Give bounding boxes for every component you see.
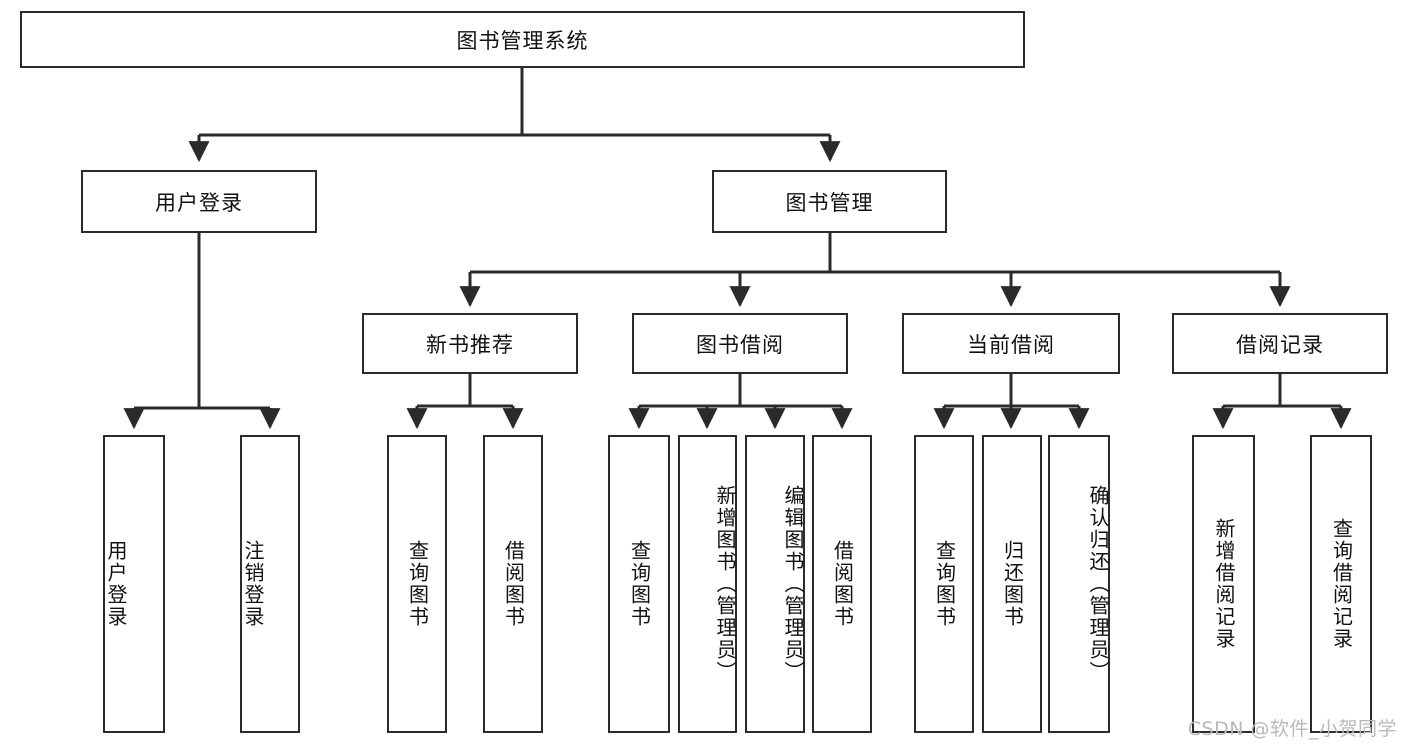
watermark: CSDN @软件_小贺同学: [1187, 718, 1397, 740]
node-new-book-recommendation-label: 新书推荐: [426, 332, 514, 357]
leaf-add-book-admin-label: 新增图书（管理员）: [713, 485, 737, 683]
leaf-user-login[interactable]: 用户登录: [103, 435, 165, 733]
leaf-confirm-return-admin-label: 确认归还（管理员）: [1086, 485, 1110, 683]
node-borrow-record-label: 借阅记录: [1236, 332, 1324, 357]
node-book-borrow[interactable]: 图书借阅: [632, 313, 848, 374]
leaf-borrow-book-2[interactable]: 借阅图书: [812, 435, 872, 733]
leaf-borrow-book-1-label: 借阅图书: [501, 540, 526, 628]
leaf-query-book-2[interactable]: 查询图书: [608, 435, 670, 733]
node-current-borrow-label: 当前借阅: [967, 332, 1055, 357]
node-book-management-label: 图书管理: [785, 190, 874, 215]
leaf-query-book-3[interactable]: 查询图书: [914, 435, 974, 733]
leaf-return-book-label: 归还图书: [1000, 540, 1025, 628]
node-book-borrow-label: 图书借阅: [696, 332, 784, 357]
leaf-query-borrow-record-label: 查询借阅记录: [1329, 518, 1354, 650]
node-new-book-recommendation[interactable]: 新书推荐: [362, 313, 578, 374]
leaf-borrow-book-2-label: 借阅图书: [830, 540, 855, 628]
leaf-query-book-1-label: 查询图书: [405, 540, 430, 628]
leaf-return-book[interactable]: 归还图书: [982, 435, 1042, 733]
leaf-query-book-3-label: 查询图书: [932, 540, 957, 628]
node-book-management[interactable]: 图书管理: [712, 170, 947, 233]
leaf-logout-label: 注销登录: [241, 540, 265, 628]
node-user-login-label: 用户登录: [155, 190, 243, 215]
leaf-borrow-book-1[interactable]: 借阅图书: [483, 435, 543, 733]
leaf-edit-book-admin[interactable]: 编辑图书（管理员）: [745, 435, 805, 733]
leaf-query-book-1[interactable]: 查询图书: [387, 435, 447, 733]
leaf-logout[interactable]: 注销登录: [240, 435, 300, 733]
node-borrow-record[interactable]: 借阅记录: [1172, 313, 1388, 374]
leaf-query-borrow-record[interactable]: 查询借阅记录: [1310, 435, 1372, 733]
leaf-edit-book-admin-label: 编辑图书（管理员）: [781, 485, 805, 683]
leaf-query-book-2-label: 查询图书: [627, 540, 652, 628]
leaf-add-borrow-record[interactable]: 新增借阅记录: [1192, 435, 1255, 733]
leaf-confirm-return-admin[interactable]: 确认归还（管理员）: [1048, 435, 1110, 733]
node-user-login[interactable]: 用户登录: [81, 170, 317, 233]
leaf-add-book-admin[interactable]: 新增图书（管理员）: [678, 435, 737, 733]
node-root-label: 图书管理系统: [456, 28, 589, 53]
node-current-borrow[interactable]: 当前借阅: [902, 313, 1120, 374]
leaf-user-login-label: 用户登录: [104, 540, 128, 628]
leaf-add-borrow-record-label: 新增借阅记录: [1212, 518, 1236, 650]
node-root[interactable]: 图书管理系统: [20, 11, 1025, 68]
